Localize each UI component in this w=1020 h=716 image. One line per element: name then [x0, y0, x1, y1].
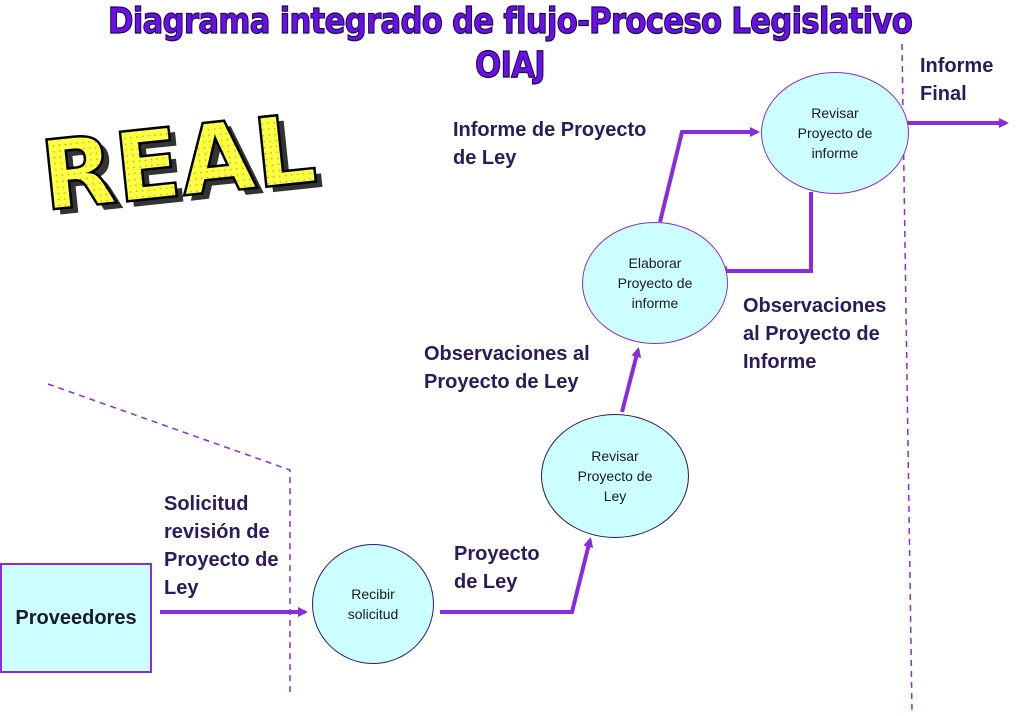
real-badge: REAL REAL: [34, 91, 327, 238]
boundary-left: [47, 383, 291, 692]
proveedores-label: Proveedores: [15, 606, 137, 629]
label-proyecto-ley: Proyecto de Ley: [454, 543, 540, 593]
node-revisar-proyecto-informe: Revisar Proyecto de informe: [761, 72, 909, 194]
page-title: Diagrama integrado de flujo-Proceso Legi…: [107, 0, 913, 86]
node-recibir-label: Recibir solicitud: [347, 586, 399, 622]
arrow-revisar-ley-elaborar: [620, 347, 642, 413]
label-solicitud: Solicitud revisión de Proyecto de Ley: [164, 493, 279, 599]
node-elaborar-label: Elaborar Proyecto de informe: [617, 255, 693, 311]
arrow-revisar-informe-elaborar: [717, 192, 813, 276]
node-elaborar-proyecto-informe: Elaborar Proyecto de informe: [582, 222, 728, 344]
node-revisar-proyecto-ley: Revisar Proyecto de Ley: [541, 414, 689, 538]
arrow-recibir-revisar-ley: [440, 537, 594, 614]
label-informe-proyecto: Informe de Proyecto de Ley: [453, 119, 647, 169]
node-revisar-informe-label: Revisar Proyecto de informe: [797, 105, 873, 161]
proveedores-box: Proveedores: [0, 563, 152, 673]
label-informe-final: Informe Final: [920, 55, 994, 105]
arrow-elaborar-revisar-informe: [658, 127, 760, 223]
label-observaciones-informe: Observaciones al Proyecto de Informe: [743, 295, 887, 373]
label-observaciones-ley: Observaciones al Proyecto de Ley: [424, 343, 590, 393]
node-recibir-solicitud: Recibir solicitud: [312, 544, 434, 664]
node-revisar-ley-label: Revisar Proyecto de Ley: [577, 448, 653, 504]
